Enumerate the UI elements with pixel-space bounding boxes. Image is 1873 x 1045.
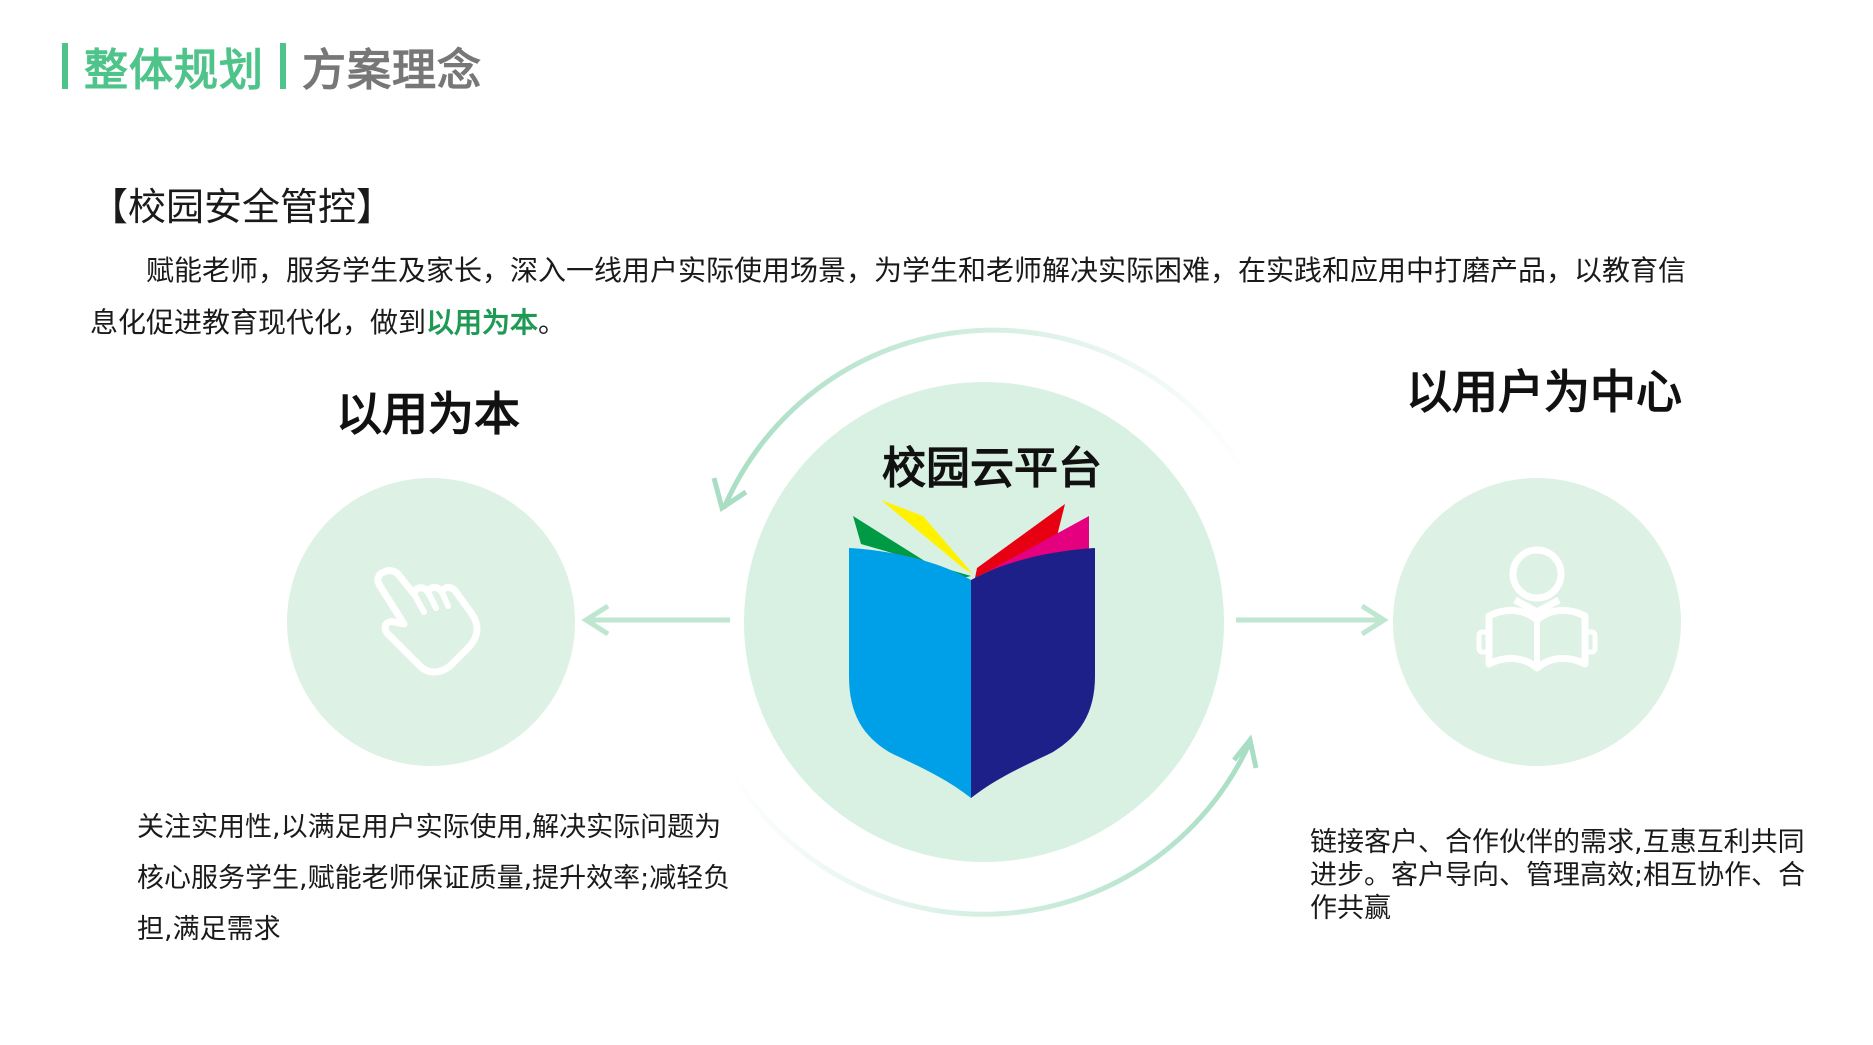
bottom-arc bbox=[723, 740, 1253, 917]
intro-text: 赋能老师，服务学生及家长，深入一线用户实际使用场景，为学生和老师解决实际困难，在… bbox=[90, 254, 1687, 339]
top-arc-arrowhead bbox=[711, 477, 748, 513]
center-label: 校园云平台 bbox=[882, 443, 1102, 494]
intro-paragraph: 赋能老师，服务学生及家长，深入一线用户实际使用场景，为学生和老师解决实际困难，在… bbox=[90, 245, 1700, 349]
right-description: 链接客户、合作伙伴的需求,互惠互利共同进步。客户导向、管理高效;相互协作、合作共… bbox=[1310, 827, 1806, 924]
bottom-arc-arrowhead bbox=[1232, 734, 1259, 769]
header-title-primary: 整体规划 bbox=[84, 45, 264, 96]
left-circle bbox=[287, 478, 575, 766]
header-separator-bar bbox=[280, 43, 286, 89]
left-arrow-head bbox=[581, 603, 610, 637]
left-description: 关注实用性,以满足用户实际使用,解决实际问题为核心服务学生,赋能老师保证质量,提… bbox=[137, 812, 731, 945]
section-title: 【校园安全管控】 bbox=[90, 185, 395, 229]
header-accent-bar bbox=[62, 43, 68, 89]
intro-highlight: 以用为本 bbox=[426, 306, 539, 339]
header-title-secondary: 方案理念 bbox=[302, 45, 482, 96]
right-arrow-head bbox=[1360, 603, 1389, 637]
left-label: 以用为本 bbox=[336, 387, 520, 441]
intro-end: 。 bbox=[538, 306, 567, 339]
pointing-hand-icon bbox=[374, 567, 481, 676]
open-book-logo-icon bbox=[849, 500, 1095, 798]
right-label: 以用户为中心 bbox=[1406, 365, 1682, 419]
top-arc bbox=[721, 327, 1251, 509]
page-header: 整体规划 方案理念 bbox=[62, 36, 482, 96]
reader-person-icon bbox=[1476, 546, 1598, 672]
